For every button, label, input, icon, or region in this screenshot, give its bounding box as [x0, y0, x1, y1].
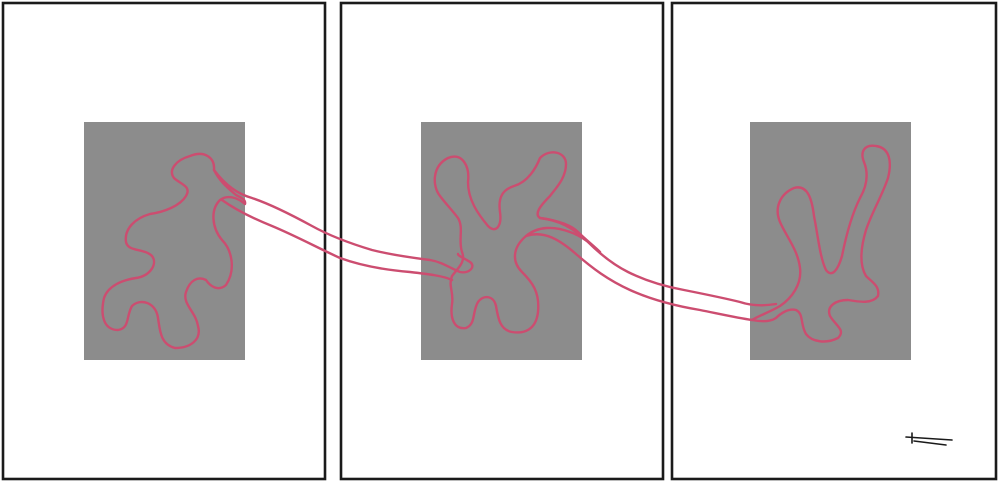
scale-bar-icon: [905, 432, 953, 446]
connector-outline-lower: [220, 198, 454, 282]
panel-1: [1, 1, 327, 481]
panel-3: [670, 1, 998, 481]
panel-1-shape-outline: [101, 152, 247, 350]
panel-3-shape-outline: [750, 144, 891, 343]
panel-1-gray-block: [84, 122, 245, 360]
connector-outline-upper: [212, 168, 474, 274]
connector-outline-right-upper: [538, 216, 778, 307]
panel-2: [339, 1, 665, 481]
panel-3-gray-block: [750, 122, 911, 360]
connector-outline-right-lower: [524, 233, 754, 322]
panel-2-gray-block: [421, 122, 582, 360]
